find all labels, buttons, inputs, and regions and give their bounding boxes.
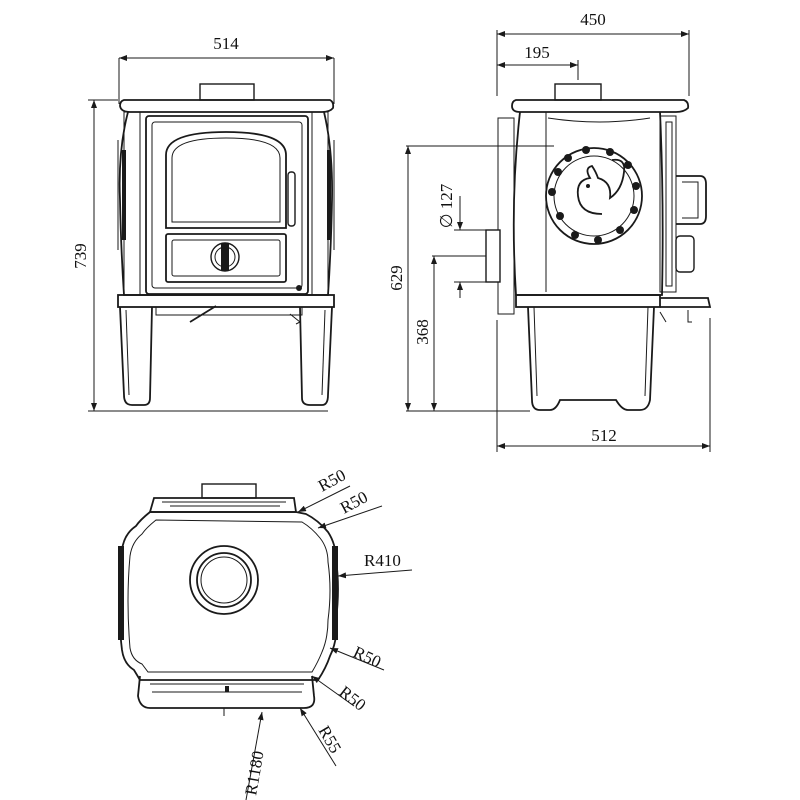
rear-outlet-diameter-label: ∅ 127 — [437, 183, 456, 228]
radius-label-5: R50 — [336, 682, 370, 714]
radius-label-3: R410 — [364, 551, 401, 570]
rear-outlet-diameter-dimension: ∅ 127 — [437, 183, 498, 298]
side-air-knob — [675, 235, 695, 273]
squirrel-wreath-emblem-icon — [545, 146, 643, 245]
top-hearth-lip — [137, 675, 316, 716]
front-flue-collar — [199, 83, 255, 101]
front-plinth — [117, 294, 335, 308]
door-handle — [287, 171, 296, 227]
front-height-label: 739 — [71, 243, 90, 269]
front-door — [145, 115, 309, 295]
radius-label-6: R55 — [315, 723, 346, 757]
side-view: 450 195 — [387, 10, 712, 452]
radius-label-4: R50 — [350, 642, 384, 671]
rear-outlet-spigot — [485, 229, 501, 283]
front-top-plate — [119, 99, 335, 113]
rear-outlet-height-dimension: 368 — [413, 255, 486, 411]
flue-offset-label: 195 — [524, 43, 550, 62]
side-door-handle — [676, 175, 707, 225]
side-flue-collar — [554, 83, 602, 101]
top-flue-ring — [189, 545, 259, 615]
side-door-edge — [659, 115, 707, 293]
radius-label-1: R50 — [315, 465, 349, 495]
side-depth-dimension: 450 — [496, 10, 690, 96]
ash-pan-lip — [155, 305, 303, 325]
front-width-label: 514 — [213, 34, 239, 53]
front-legs — [119, 306, 333, 412]
door-glass-window — [165, 131, 287, 229]
side-depth-label: 450 — [580, 10, 606, 29]
front-height-dimension: 739 — [71, 99, 124, 412]
flue-height-dimension: 629 — [387, 145, 554, 412]
radius-label-2: R50 — [337, 487, 371, 517]
air-control-panel — [165, 233, 287, 283]
radius-label-7: R1180 — [241, 749, 267, 796]
side-hearth-lip — [660, 297, 712, 308]
side-legs — [527, 306, 655, 411]
top-view: R50 R50 R410 R50 R50 R55 R1180 — [118, 465, 413, 800]
hearth-depth-dimension: 512 — [496, 318, 711, 452]
hearth-depth-label: 512 — [591, 426, 617, 445]
side-top-plate — [511, 99, 690, 113]
top-plate-outline — [118, 511, 339, 681]
rear-outlet-height-label: 368 — [413, 319, 432, 345]
top-flue-collar — [201, 483, 257, 499]
radius-callouts: R50 R50 R410 R50 R50 R55 R1180 — [241, 465, 413, 800]
front-view: 514 739 — [71, 34, 335, 412]
flue-height-label: 629 — [387, 265, 406, 291]
front-width-dimension: 514 — [118, 34, 335, 104]
flue-offset-dimension: 195 — [497, 43, 579, 80]
side-plinth — [515, 294, 661, 308]
